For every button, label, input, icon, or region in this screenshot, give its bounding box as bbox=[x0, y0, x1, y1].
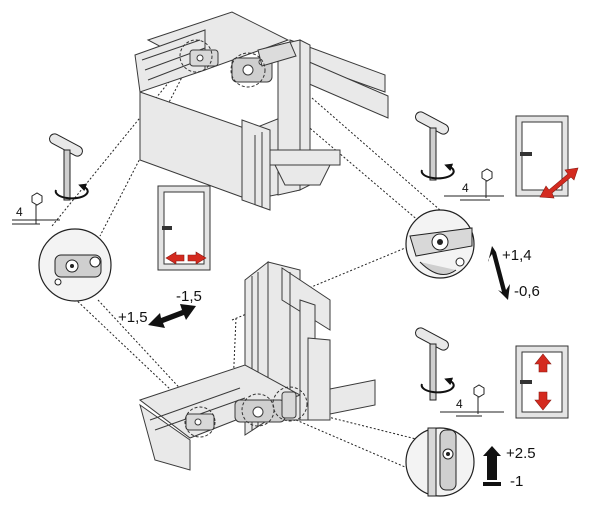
window-icon-lateral bbox=[157, 185, 211, 271]
red-arrow-diagonal-icon bbox=[539, 167, 579, 199]
top-callout-circles bbox=[179, 39, 266, 88]
hex-bolt-icon bbox=[31, 192, 43, 206]
rotate-arrow-icon-2 bbox=[420, 163, 455, 180]
lateral-plus-label: +1,5 bbox=[118, 309, 148, 326]
window-icon-pressure bbox=[515, 115, 579, 199]
t-handle-hex-key-icon bbox=[49, 133, 83, 201]
right-bottom-tool-group: 4 bbox=[415, 327, 504, 417]
t-handle-hex-key-icon-2 bbox=[415, 111, 449, 181]
t-handle-hex-key-icon-3 bbox=[415, 327, 449, 401]
pressure-adjustment-arrow: +1,4 -0,6 bbox=[488, 246, 540, 300]
hex-bolt-icon-2 bbox=[481, 168, 493, 182]
red-arrow-left-icon bbox=[165, 251, 185, 265]
right-top-tool-group: 4 bbox=[415, 111, 504, 201]
left-tool-group: 4 bbox=[12, 133, 89, 225]
height-adjustment-arrow: +2.5 -1 bbox=[483, 445, 536, 490]
right-top-detail-circle bbox=[405, 209, 475, 279]
left-detail-circle bbox=[38, 228, 112, 302]
red-arrow-right-icon bbox=[187, 251, 207, 265]
height-minus-label: -1 bbox=[510, 473, 523, 490]
bottom-callout-circles bbox=[184, 386, 308, 438]
top-corner-frame-assembly bbox=[134, 11, 389, 211]
red-arrow-up-icon bbox=[534, 353, 552, 373]
red-arrow-down-icon bbox=[534, 391, 552, 411]
rotate-arrow-icon bbox=[54, 183, 89, 200]
hex-size-label-right-top: 4 bbox=[462, 181, 469, 195]
right-bottom-detail-circle bbox=[405, 427, 475, 497]
hex-size-label-right-bottom: 4 bbox=[456, 397, 463, 411]
pressure-minus-label: -0,6 bbox=[514, 283, 540, 300]
pressure-plus-label: +1,4 bbox=[502, 247, 532, 264]
height-plus-label: +2.5 bbox=[506, 445, 536, 462]
hex-size-label-left: 4 bbox=[16, 205, 23, 219]
lateral-adjustment-arrow: +1,5 -1,5 bbox=[118, 288, 202, 328]
bottom-corner-frame-assembly bbox=[138, 260, 376, 471]
window-icon-height bbox=[515, 345, 569, 419]
lateral-minus-label: -1,5 bbox=[176, 288, 202, 305]
hex-bolt-icon-3 bbox=[473, 384, 485, 398]
rotate-arrow-icon-3 bbox=[420, 377, 455, 394]
